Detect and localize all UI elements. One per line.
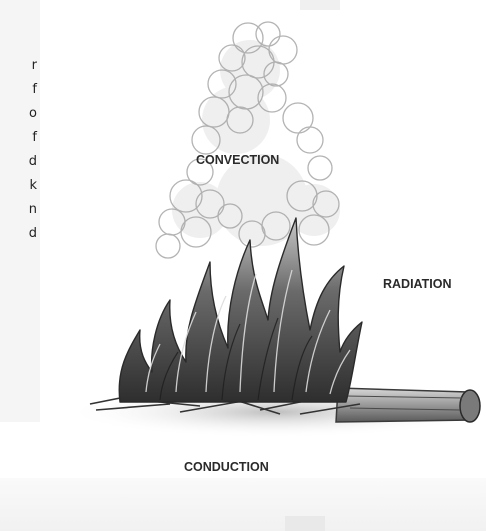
label-conduction: CONDUCTION: [184, 460, 269, 474]
label-convection: CONVECTION: [196, 153, 279, 167]
smoke-fill: [172, 40, 340, 246]
label-radiation: RADIATION: [383, 277, 452, 291]
